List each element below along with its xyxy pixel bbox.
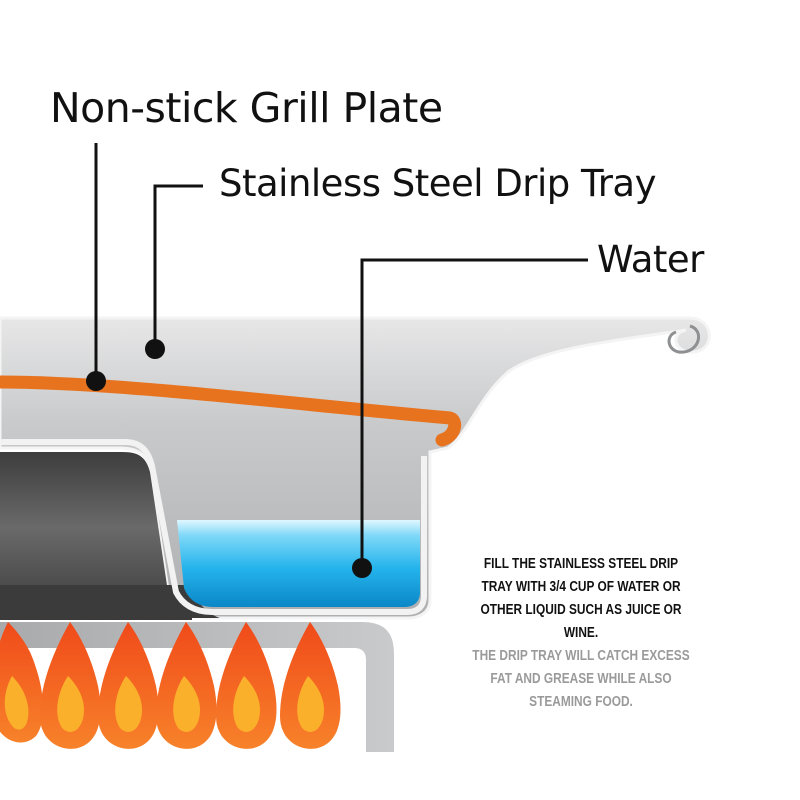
flame-inner-6 <box>297 676 324 732</box>
flame-inner-5 <box>233 676 260 732</box>
instruction-note: FILL THE STAINLESS STEEL DRIP TRAY WITH … <box>469 553 692 714</box>
flame-inner-1 <box>4 676 29 730</box>
instruction-secondary-text: THE DRIP TRAY WILL CATCH EXCESS FAT AND … <box>472 648 690 710</box>
burner-housing <box>0 452 192 620</box>
grill-plate-label: Non-stick Grill Plate <box>50 84 443 132</box>
non-stick-grill-plate <box>0 375 462 447</box>
burner-housing-lower <box>0 585 220 618</box>
drip-tray-leader-line <box>153 184 203 348</box>
grill-plate-pointer-dot <box>86 371 106 391</box>
flame-inner-3 <box>115 676 142 732</box>
tray-rolled-rim <box>667 324 700 354</box>
instruction-primary-text: FILL THE STAINLESS STEEL DRIP TRAY WITH … <box>480 556 682 641</box>
water-leader-line <box>360 258 588 566</box>
drip-tray-inner-wall <box>0 439 427 615</box>
flame-inner-2 <box>57 676 84 732</box>
burner-flames <box>0 622 341 749</box>
leader-lines <box>94 143 588 566</box>
flame-inner-4 <box>173 676 200 732</box>
water-pointer-dot <box>352 558 372 578</box>
water-pool <box>177 520 420 607</box>
water-label: Water <box>597 238 704 281</box>
drip-tray-label: Stainless Steel Drip Tray <box>219 162 657 205</box>
drip-tray-pointer-dot <box>145 339 165 359</box>
